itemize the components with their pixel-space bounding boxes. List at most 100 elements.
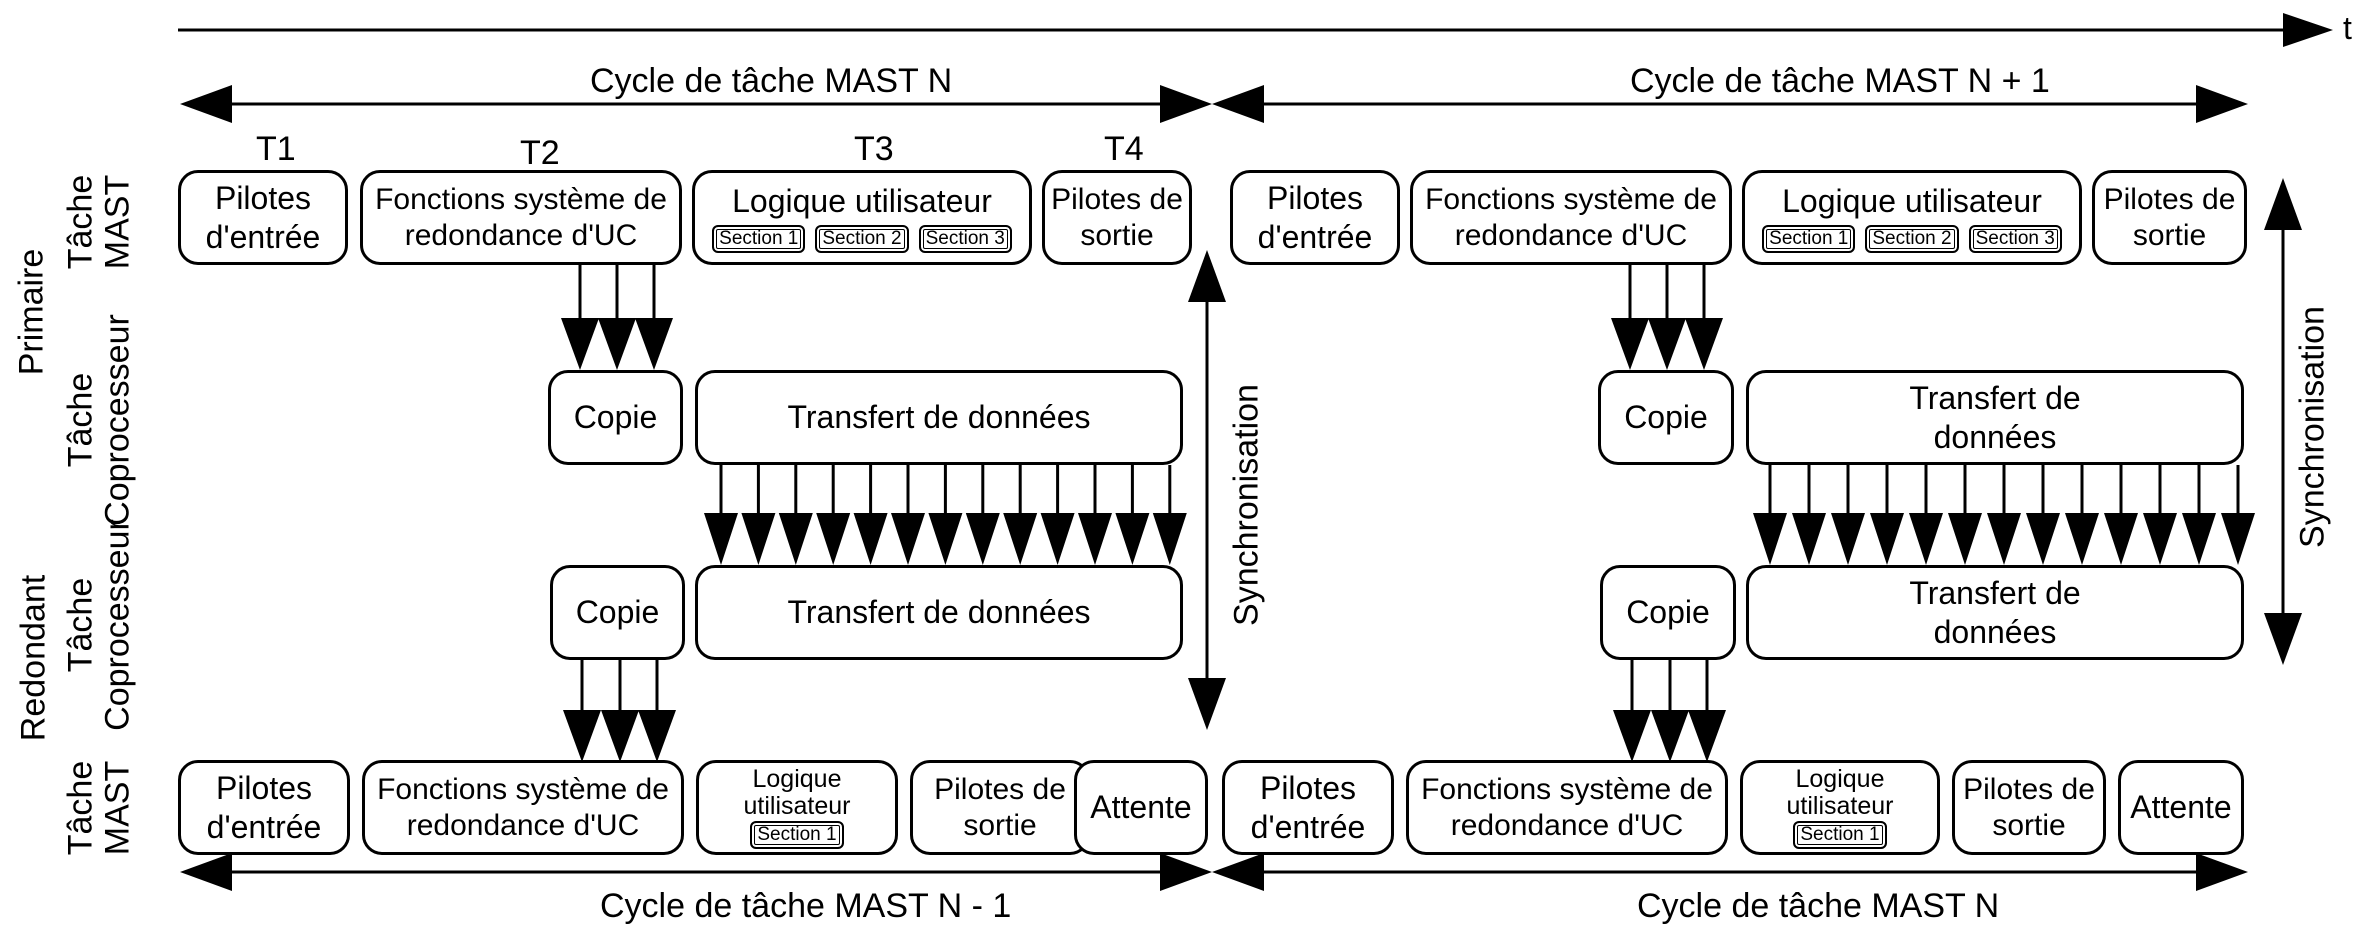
restore-arrow-right-2-head: [1688, 710, 1726, 762]
section-badge: Section 1: [1793, 820, 1887, 849]
transfer-arrow-right-11-head: [2182, 513, 2216, 565]
restore-arrow-right-1-head: [1651, 710, 1689, 762]
redundant-data-transfer-block: Transfert de données: [1746, 565, 2244, 660]
cycle-arrow-top-right-head-right: [2196, 85, 2248, 123]
transfer-arrow-right-10-head: [2143, 513, 2177, 565]
phase-label-t2: T2: [520, 134, 560, 172]
transfer-arrow-right-4-head: [1909, 513, 1943, 565]
transfer-arrow-right-0-head: [1753, 513, 1787, 565]
cycle-label-top-left: Cycle de tâche MAST N: [590, 62, 953, 100]
primary-input-drivers-block: Pilotes d'entrée: [1230, 170, 1400, 265]
cycle-arrow-bottom-right-head-left: [1212, 853, 1264, 891]
copy-arrow-right-2-head: [1685, 318, 1723, 370]
restore-arrow-left-1-head: [601, 710, 639, 762]
transfer-arrow-right-2-head: [1831, 513, 1865, 565]
restore-arrow-right-0-head: [1613, 710, 1651, 762]
redundant-copy-block: Copie: [550, 565, 685, 660]
sync-arrow-left-head-bottom: [1188, 678, 1226, 730]
redundant-wait-block: Attente: [2118, 760, 2244, 855]
primary-copy-block: Copie: [548, 370, 683, 465]
phase-label-t4: T4: [1104, 130, 1144, 168]
redundant-output-drivers-block: Pilotes de sortie: [1952, 760, 2106, 855]
phase-label-t1: T1: [256, 130, 296, 168]
primary-copy-block: Copie: [1598, 370, 1734, 465]
cycle-arrow-top-left-head-right: [1160, 85, 1212, 123]
sync-arrow-right-head-top: [2264, 178, 2302, 230]
transfer-arrow-right-3-head: [1870, 513, 1904, 565]
transfer-arrow-right-8-head: [2065, 513, 2099, 565]
sync-label-left: Synchronisation: [1227, 384, 1266, 626]
sync-arrow-right-head-bottom: [2264, 613, 2302, 665]
cycle-arrow-top-left-head-left: [180, 85, 232, 123]
transfer-arrow-left-7-head: [965, 513, 1000, 565]
transfer-arrow-left-5-head: [891, 513, 925, 565]
transfer-arrow-left-12-head: [1152, 513, 1187, 565]
primary-output-drivers-block: Pilotes de sortie: [2092, 170, 2247, 265]
transfer-arrow-right-1-head: [1792, 513, 1826, 565]
transfer-arrow-right-7-head: [2026, 513, 2060, 565]
side-label-primary-mast: Tâche MAST: [61, 174, 137, 270]
redundant-input-drivers-block: Pilotes d'entrée: [1222, 760, 1394, 855]
transfer-arrow-right-12-head: [2221, 513, 2255, 565]
copy-arrow-left-2-head: [635, 318, 673, 370]
transfer-arrow-left-9-head: [1040, 513, 1075, 565]
redundant-redundancy-functions-block: Fonctions système de redondance d'UC: [1406, 760, 1728, 855]
transfer-arrow-right-5-head: [1948, 513, 1982, 565]
transfer-arrow-left-8-head: [1003, 513, 1038, 565]
cycle-label-bottom-left: Cycle de tâche MAST N - 1: [600, 887, 1012, 925]
section-badge: Section 2: [1865, 224, 1959, 253]
sync-label-right: Synchronisation: [2293, 306, 2332, 548]
cycle-arrow-bottom-left-head-right: [1160, 853, 1212, 891]
transfer-arrow-left-4-head: [853, 513, 888, 565]
cycle-arrow-top-right-head-left: [1212, 85, 1264, 123]
redundant-output-drivers-block: Pilotes de sortie: [910, 760, 1090, 855]
time-axis-arrowhead: [2283, 13, 2333, 47]
transfer-arrow-left-10-head: [1078, 513, 1112, 565]
copy-arrow-left-1-head: [598, 318, 636, 370]
restore-arrow-left-0-head: [563, 710, 601, 762]
transfer-arrow-left-3-head: [816, 513, 851, 565]
section-badge: Section 1: [1762, 224, 1856, 253]
phase-label-t3: T3: [854, 130, 894, 168]
redundant-input-drivers-block: Pilotes d'entrée: [178, 760, 350, 855]
transfer-arrow-right-6-head: [1987, 513, 2021, 565]
redundant-data-transfer-block: Transfert de données: [695, 565, 1183, 660]
section-badge: Section 1: [750, 820, 844, 849]
transfer-arrow-left-11-head: [1115, 513, 1150, 565]
primary-input-drivers-block: Pilotes d'entrée: [178, 170, 348, 265]
restore-arrow-left-2-head: [638, 710, 676, 762]
redundant-wait-block: Attente: [1074, 760, 1208, 855]
transfer-arrow-right-9-head: [2104, 513, 2138, 565]
transfer-arrow-left-6-head: [928, 513, 963, 565]
primary-data-transfer-block: Transfert de données: [695, 370, 1183, 465]
redundant-redundancy-functions-block: Fonctions système de redondance d'UC: [362, 760, 684, 855]
section-badge: Section 3: [918, 224, 1012, 253]
cycle-label-top-right: Cycle de tâche MAST N + 1: [1630, 62, 2050, 100]
transfer-arrow-left-2-head: [778, 513, 813, 565]
side-label-redundant-mast: Tâche MAST: [61, 760, 137, 856]
side-label-redundant: Redondant: [14, 574, 53, 742]
cycle-arrow-bottom-left-head-left: [180, 853, 232, 891]
copy-arrow-right-0-head: [1611, 318, 1649, 370]
primary-redundancy-functions-block: Fonctions système de redondance d'UC: [360, 170, 682, 265]
copy-arrow-left-0-head: [561, 318, 599, 370]
transfer-arrow-left-0-head: [704, 513, 738, 565]
primary-output-drivers-block: Pilotes de sortie: [1042, 170, 1192, 265]
time-axis-label: t: [2343, 10, 2352, 46]
cycle-arrow-bottom-right-head-right: [2196, 853, 2248, 891]
section-badge: Section 3: [1968, 224, 2062, 253]
primary-data-transfer-block: Transfert de données: [1746, 370, 2244, 465]
side-label-primary: Primaire: [12, 248, 51, 376]
side-label-redundant-coprocessor: Tâche Coprocesseur: [61, 519, 137, 731]
section-badge: Section 1: [712, 224, 806, 253]
transfer-arrow-left-1-head: [741, 513, 776, 565]
sync-arrow-left-head-top: [1188, 250, 1226, 302]
cycle-label-bottom-right: Cycle de tâche MAST N: [1637, 887, 2000, 925]
copy-arrow-right-1-head: [1648, 318, 1686, 370]
section-badge: Section 2: [815, 224, 909, 253]
